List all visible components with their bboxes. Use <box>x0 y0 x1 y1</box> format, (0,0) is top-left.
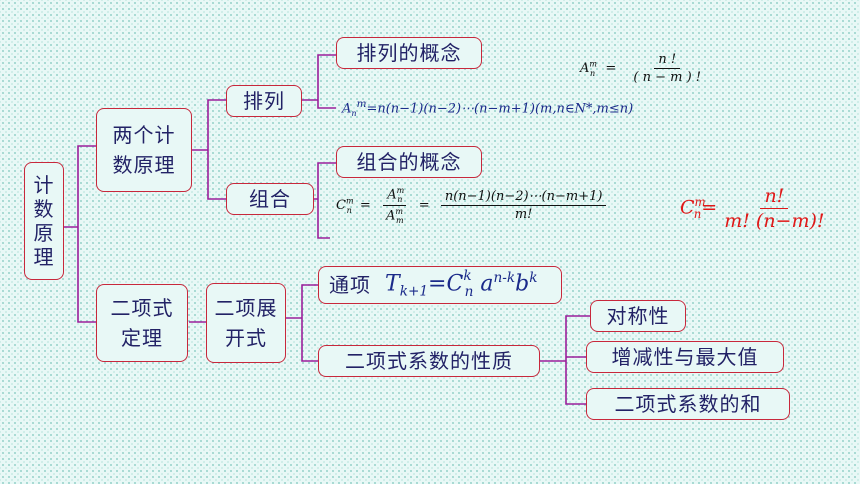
binomial-theorem-label: 二项式 定理 <box>110 296 174 350</box>
comb-frac-numerator: n(n−1)(n−2)⋯(n−m+1) <box>440 189 607 206</box>
combination-node[interactable]: 组合 <box>226 183 314 215</box>
permutation-concept-node[interactable]: 排列的概念 <box>336 37 482 69</box>
comb-red-numerator: n! <box>760 185 789 209</box>
permutation-concept-label: 排列的概念 <box>356 41 462 65</box>
permutation-fraction-formula: Amn = n ! ( n − m ) ! <box>580 52 708 85</box>
perm-product-text: =n(n−1)(n−2)⋯(n−m+1)(m,n∈N*,m≤n) <box>366 101 634 117</box>
coefficient-sum-label: 二项式系数的和 <box>614 392 762 416</box>
coefficient-properties-label: 二项式系数的性质 <box>345 349 513 373</box>
permutation-label: 排列 <box>243 89 285 113</box>
symmetry-label: 对称性 <box>606 304 670 328</box>
two-counting-principles-label: 两个计 数原理 <box>112 123 176 177</box>
permutation-node[interactable]: 排列 <box>226 85 302 117</box>
combination-fraction-formula: Cmn = Amn Amm = n(n−1)(n−2)⋯(n−m+1) m! <box>336 186 609 225</box>
perm-frac-denominator: ( n − m ) ! <box>633 70 702 85</box>
general-term-label: 通项 <box>329 273 371 297</box>
perm-frac-numerator: n ! <box>654 52 681 69</box>
binomial-expansion-label: 二项展 开式 <box>214 296 278 350</box>
binomial-expansion-node[interactable]: 二项展 开式 <box>206 283 286 363</box>
combination-concept-node[interactable]: 组合的概念 <box>336 146 482 178</box>
comb-frac-denominator: m! <box>514 206 533 222</box>
root-label: 计 数 原 理 <box>33 173 55 269</box>
two-counting-principles-node[interactable]: 两个计 数原理 <box>96 108 192 192</box>
root-node[interactable]: 计 数 原 理 <box>24 162 64 280</box>
coefficient-properties-node[interactable]: 二项式系数的性质 <box>318 345 540 377</box>
coefficient-sum-node[interactable]: 二项式系数的和 <box>586 388 790 420</box>
general-term-node[interactable]: 通项 Tk+1=Ckn an-kbk <box>318 266 562 304</box>
permutation-product-formula: Anm=n(n−1)(n−2)⋯(n−m+1)(m,n∈N*,m≤n) <box>342 98 634 118</box>
monotonicity-max-label: 增减性与最大值 <box>611 345 759 369</box>
combination-label: 组合 <box>249 187 291 211</box>
symmetry-node[interactable]: 对称性 <box>590 300 686 332</box>
combination-factorial-formula: Cmn= n! m! (n−m)! <box>680 185 832 232</box>
comb-red-denominator: m! (n−m)! <box>724 210 825 232</box>
combination-concept-label: 组合的概念 <box>356 150 462 174</box>
binomial-theorem-node[interactable]: 二项式 定理 <box>96 284 188 362</box>
general-term-formula: Tk+1=Ckn an-kbk <box>385 268 538 300</box>
monotonicity-max-node[interactable]: 增减性与最大值 <box>586 341 784 373</box>
